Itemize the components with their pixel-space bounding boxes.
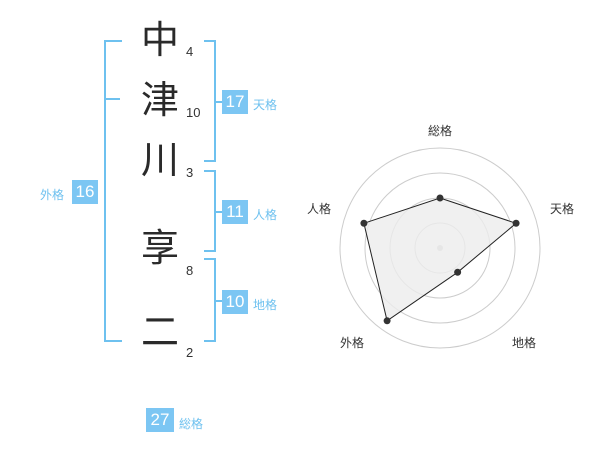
radar-grid-ring <box>339 147 541 349</box>
radar-axis-label-chikaku: 地格 <box>512 336 537 350</box>
jinkaku-label: 人格 <box>253 208 278 222</box>
gaikaku-bracket-mid <box>104 98 120 100</box>
gaikaku-label: 外格 <box>40 188 65 202</box>
radar-point <box>360 219 368 227</box>
name-char-2: 津 <box>140 78 179 122</box>
jinkaku-bracket-tick <box>214 211 222 213</box>
radar-point <box>454 268 462 276</box>
stroke-count-3: 3 <box>186 165 194 180</box>
stroke-count-2: 10 <box>186 105 201 120</box>
chikaku-bracket-tick <box>214 300 222 302</box>
gaikaku-bracket <box>104 40 122 342</box>
tenkaku-bracket-tick <box>214 101 222 103</box>
soukaku-label: 総格 <box>179 417 204 431</box>
radar-data-polygon <box>363 197 518 322</box>
radar-point <box>436 194 444 202</box>
tenkaku-label: 天格 <box>253 98 278 112</box>
tenkaku-badge: 17 <box>222 90 248 114</box>
soukaku-badge: 27 <box>146 408 174 432</box>
radar-axis-label-gaikaku: 外格 <box>340 336 365 350</box>
name-char-5: 二 <box>140 310 179 354</box>
chikaku-label: 地格 <box>253 298 278 312</box>
name-char-3: 川 <box>140 138 179 182</box>
radar-axis-label-jinkaku: 人格 <box>307 202 332 216</box>
jinkaku-badge: 11 <box>222 200 248 224</box>
stroke-count-1: 4 <box>186 44 194 59</box>
name-char-4: 享 <box>140 226 179 270</box>
stroke-count-5: 2 <box>186 345 194 360</box>
name-char-1: 中 <box>140 18 179 62</box>
radar-point <box>383 317 391 325</box>
gaikaku-badge: 16 <box>72 180 98 204</box>
radar-axis-label-tenkaku: 天格 <box>550 202 575 216</box>
radar-axis-label-soukaku: 総格 <box>428 124 453 138</box>
radar-point <box>512 219 520 227</box>
stroke-count-4: 8 <box>186 263 194 278</box>
radar-grid-ring <box>364 172 516 324</box>
chikaku-badge: 10 <box>222 290 248 314</box>
